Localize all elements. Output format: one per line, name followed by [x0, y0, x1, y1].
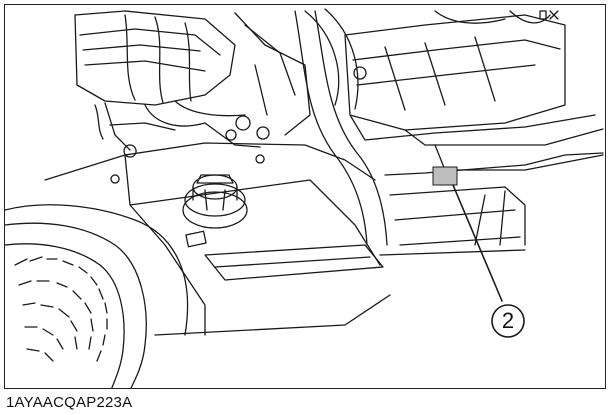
- illustration-frame: 2: [4, 4, 606, 389]
- callout-leader-line: [452, 184, 503, 302]
- sheet-corner-glyph-icon: [539, 10, 559, 20]
- vehicle-line-drawing: [5, 8, 604, 388]
- fuel-cap-drawing: [182, 174, 248, 229]
- floor-step-lines: [379, 152, 604, 256]
- frame-tube-lines: [294, 10, 388, 246]
- engine-bay-lines: [74, 10, 311, 158]
- callout-circle: [491, 304, 525, 338]
- tire-drawing: [5, 204, 189, 388]
- label-location-patch: [432, 166, 458, 186]
- seat-tray-lines: [304, 8, 604, 171]
- figure-id-caption: 1AYAACQAP223A: [6, 394, 133, 411]
- fender-panel-lines: [44, 142, 391, 336]
- callout-number-label: 2: [501, 308, 515, 333]
